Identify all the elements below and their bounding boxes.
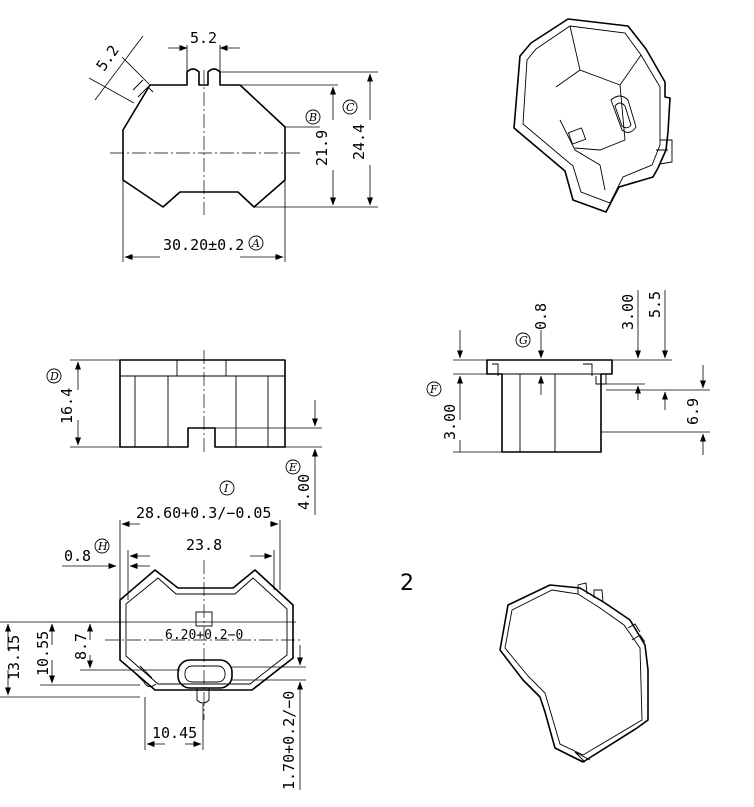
dim-6-20: 6.20+0.2−0 — [165, 628, 243, 643]
isometric-view-bottom — [499, 582, 649, 763]
dim-13-15: 13.15 — [5, 635, 23, 680]
circle-label-c: C — [346, 101, 355, 114]
dim-i: 28.60+0.3/−0.05 — [136, 504, 271, 522]
bottom-view-outline — [119, 569, 294, 691]
dim-6-9: 6.9 — [684, 398, 702, 425]
circle-label-a: A — [251, 237, 260, 250]
bottom-view: 28.60+0.3/−0.05 I 23.8 0.8 H 13.15 10.55… — [0, 480, 306, 790]
dim-f: 3.00 — [441, 404, 459, 440]
dim-c: 24.4 — [350, 124, 368, 160]
circle-label-b: B — [308, 111, 317, 124]
dim-e: 4.00 — [295, 474, 313, 510]
circle-label-f: F — [429, 383, 438, 396]
dim-3: 3.00 — [619, 294, 637, 330]
dim-b: 21.9 — [313, 130, 331, 166]
circle-label-i: I — [223, 482, 229, 495]
dim-1-70: 1.70+0.2/−0 — [280, 691, 298, 790]
dim-g: 0.8 — [532, 303, 550, 330]
dim-side-height: 16.4 — [58, 388, 76, 424]
side-view-1-outline — [119, 359, 286, 448]
dim-23-8: 23.8 — [186, 536, 222, 554]
page-number: 2 — [400, 571, 414, 596]
dim-5-5: 5.5 — [646, 291, 664, 318]
side-view-1: 16.4 D 4.00 E — [46, 350, 322, 515]
circle-label-h: H — [97, 540, 108, 553]
dim-a: 30.20±0.2 — [163, 236, 244, 254]
side-view-2-outline — [486, 359, 613, 453]
dim-slot-top: 5.2 — [190, 29, 217, 47]
dim-h: 0.8 — [64, 547, 91, 565]
side-view-2: 3.00 F 0.8 G 3.00 5.5 6.9 — [426, 290, 710, 455]
dim-10-45: 10.45 — [152, 724, 197, 742]
circle-label-e: E — [288, 461, 297, 474]
dim-8-7: 8.7 — [72, 633, 90, 660]
circle-label-d: D — [49, 370, 59, 383]
circle-label-g: G — [519, 334, 528, 347]
dim-10-55: 10.55 — [34, 631, 52, 676]
isometric-view-top — [513, 18, 673, 213]
top-view: 5.2 5.2 21.9 24.4 B C 30.20±0.2 A — [88, 29, 378, 262]
